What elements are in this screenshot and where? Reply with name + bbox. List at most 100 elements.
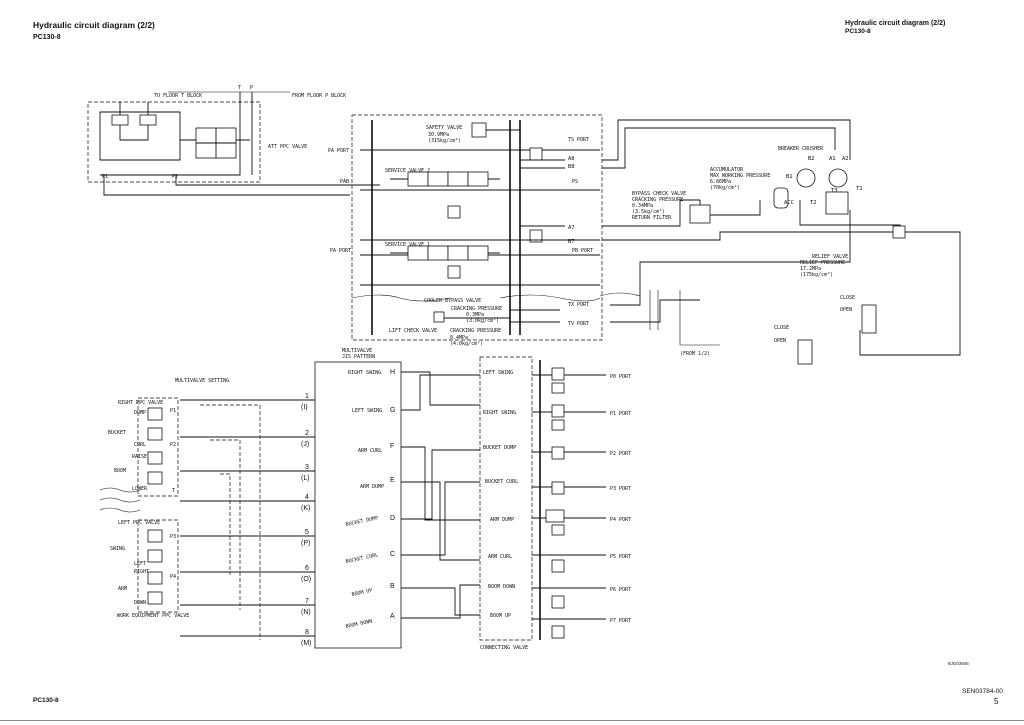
safety-pressure-mpa: 30.9MPa bbox=[428, 132, 449, 138]
relief-pressure-mpa: 17.2MPa bbox=[800, 266, 821, 272]
tv-port-label: TV PORT bbox=[568, 321, 589, 327]
left-ppc-valve-outline bbox=[137, 519, 179, 613]
cv-item-2: RIGHT SWING P1 PORT bbox=[483, 404, 631, 431]
port-b8-label: B8 bbox=[568, 164, 575, 170]
mv-row-3-letter: F bbox=[390, 443, 394, 450]
cv-item-8-port: P7 PORT bbox=[610, 618, 631, 624]
mv-row-2-letter: G bbox=[390, 407, 395, 414]
lift-pressure-kg: (4.0kg/cm²) bbox=[450, 341, 483, 347]
safety-pressure-kg: (315kg/cm²) bbox=[428, 138, 461, 144]
cv-item-8: BOOM UP P7 PORT bbox=[490, 613, 631, 639]
ppc-p1-label: P1 bbox=[170, 408, 176, 414]
cv-item-3-port: P2 PORT bbox=[610, 451, 631, 457]
safety-valve-symbol bbox=[471, 122, 487, 138]
attachment-group: BREAKER CRUSHER ACCUMULATOR MAX WORKING … bbox=[599, 119, 961, 365]
bypass-pressure-kg: (3.5kg/cm²) bbox=[632, 209, 665, 215]
pab-label: PAB bbox=[340, 179, 349, 185]
return-filter-label: RETURN FILTER bbox=[632, 215, 672, 221]
port-a8-label: A8 bbox=[568, 156, 575, 162]
cv-item-7-port: P6 PORT bbox=[610, 587, 631, 593]
cv-item-1-port: P0 PORT bbox=[610, 374, 631, 380]
service-valve-2-label: SERVICE VALVE 2 bbox=[385, 168, 430, 174]
accumulator-label: ACCUMULATOR bbox=[710, 167, 744, 173]
att-port-p2-label: P2 bbox=[172, 174, 178, 180]
bypass-check-valve-symbol bbox=[689, 204, 711, 224]
mv-row-2-num: 2 bbox=[305, 430, 309, 437]
boom-label: BOOM bbox=[114, 468, 126, 474]
lower-label: LOWER bbox=[132, 486, 148, 492]
accumulator-symbol bbox=[773, 187, 789, 209]
mv-row-6-letter: C bbox=[390, 551, 395, 558]
cv-item-3: BUCKET DUMP P2 PORT bbox=[483, 445, 631, 460]
cv-item-4: BUCKET CURL P3 PORT bbox=[485, 479, 631, 495]
mv-row-7-func: BOOM UP bbox=[351, 588, 373, 598]
footer-doc-number: SEN03784-00 bbox=[962, 688, 1003, 695]
multivalve-title: MULTIVALVE bbox=[342, 348, 372, 354]
connecting-valve-label: CONNECTING VALVE bbox=[480, 645, 528, 651]
lift-pressure-mpa: 0.4MPa bbox=[450, 335, 468, 341]
breaker-motor-b bbox=[796, 168, 816, 188]
pa-port-label-1: PA PORT bbox=[328, 148, 349, 154]
cv-item-6: ARM CURL P5 PORT bbox=[488, 554, 631, 573]
mv-row-7-letter: B bbox=[390, 583, 395, 590]
cv-item-1-func: LEFT SWING bbox=[483, 370, 513, 376]
close-label-2: CLOSE bbox=[774, 325, 789, 331]
ts-port-label: TS PORT bbox=[568, 137, 589, 143]
cv-item-1: LEFT SWING P0 PORT bbox=[483, 367, 631, 394]
close-label-1: CLOSE bbox=[840, 295, 855, 301]
mv-row-3-code: (L) bbox=[301, 475, 310, 482]
bucket-label: BUCKET bbox=[108, 430, 126, 436]
connecting-valve-group: CONNECTING VALVE LEFT SWING P0 PORT RIGH… bbox=[479, 356, 631, 651]
mv-row-3-func: ARM CURL bbox=[358, 448, 382, 454]
right-label: RIGHT bbox=[134, 569, 149, 575]
port-b1-label: B1 bbox=[786, 174, 793, 180]
pb-port-label: PB PORT bbox=[572, 248, 593, 254]
relief-pressure-label: RELIEF PRESSURE bbox=[800, 260, 845, 266]
stop-valve-1 bbox=[861, 304, 877, 334]
att-port-p-label: P bbox=[250, 85, 253, 91]
att-ppc-valve-group: TO FLOOR T BLOCK FROM FLOOR P BLOCK T P … bbox=[87, 85, 380, 196]
down-label: DOWN bbox=[134, 600, 146, 606]
mv-row-2-code: (J) bbox=[301, 441, 309, 448]
multivalve-group: MULTIVALVE JIS PATTERN MULTIVALVE SETTIN… bbox=[175, 348, 480, 649]
mv-row-5-num: 5 bbox=[305, 529, 309, 536]
open-label-2: OPEN bbox=[774, 338, 786, 344]
footer-model: PC130-8 bbox=[33, 697, 59, 704]
right-ppc-valve-outline bbox=[137, 397, 179, 497]
ps-label: PS bbox=[572, 179, 578, 185]
model-label: PC130-8 bbox=[33, 34, 61, 41]
stop-valve-2 bbox=[797, 339, 813, 365]
cooler-bypass-valve-symbol bbox=[433, 311, 445, 323]
control-valve-group: SAFETY VALVE 30.9MPa (315kg/cm²) SERVICE… bbox=[328, 114, 603, 347]
tx-port-label: TX PORT bbox=[568, 302, 589, 308]
mv-row-8-func: BOOM DOWN bbox=[345, 618, 373, 630]
cooler-pressure-mpa: 0.3MPa bbox=[466, 312, 484, 318]
from-1-2-label: (FROM 1/2) bbox=[680, 351, 710, 357]
mv-row-4-letter: E bbox=[390, 477, 395, 484]
page-title-right: Hydraulic circuit diagram (2/2) bbox=[845, 20, 946, 27]
dump-label: DUMP bbox=[134, 410, 146, 416]
mv-row-8-letter: A bbox=[390, 613, 395, 620]
bypass-pressure-mpa: 0.34MPa bbox=[632, 203, 653, 209]
breaker-crusher-label: BREAKER CRUSHER bbox=[778, 146, 824, 152]
acc-pressure-mpa: 6.86MPa bbox=[710, 179, 731, 185]
att-port-t-label: T bbox=[238, 85, 241, 91]
cooler-bypass-valve-label: COOLER BYPASS VALVE bbox=[424, 298, 481, 304]
mv-row-4-code: (K) bbox=[301, 505, 310, 512]
cv-item-6-func: ARM CURL bbox=[488, 554, 512, 560]
connecting-valve-outline bbox=[479, 356, 533, 641]
mv-row-3-num: 3 bbox=[305, 464, 309, 471]
swing-label: SWING bbox=[110, 546, 125, 552]
relief-valve-label: RELIEF VALVE bbox=[812, 254, 848, 260]
multivalve-jis-pattern: JIS PATTERN bbox=[342, 354, 375, 360]
service-valve-1-label: SERVICE VALVE 1 bbox=[385, 242, 430, 248]
mv-row-1-code: (I) bbox=[301, 404, 308, 411]
att-ppc-valve-outline bbox=[87, 101, 261, 183]
port-a2-label: A2 bbox=[842, 156, 849, 162]
bypass-check-valve-label: BYPASS CHECK VALVE bbox=[632, 191, 686, 197]
multivalve-body bbox=[314, 361, 402, 649]
cv-item-7-func: BOOM DOWN bbox=[488, 584, 515, 590]
cv-item-4-func: BUCKET CURL bbox=[485, 479, 518, 485]
right-ppc-valve-label: RIGHT PPC VALVE bbox=[118, 400, 163, 406]
safety-valve-label: SAFETY VALVE bbox=[426, 125, 462, 131]
